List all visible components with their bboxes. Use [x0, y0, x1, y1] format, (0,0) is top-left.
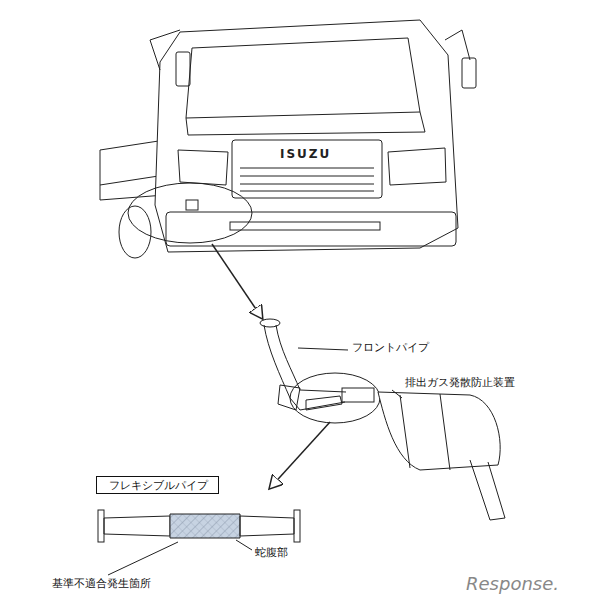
truck: [100, 20, 476, 318]
exhaust-system: [260, 319, 505, 520]
part-label: 蛇腹部: [255, 546, 288, 559]
watermark: Response.: [466, 573, 559, 595]
flexible-pipe: [98, 510, 300, 575]
part-label: フロントパイプ: [352, 341, 429, 354]
part-label: 排出ガス発散防止装置: [405, 376, 515, 389]
note-label: 基準不適合発生箇所: [52, 577, 151, 590]
title-box: フレキシブルパイプ: [96, 476, 219, 494]
brand-text: ISUZU: [280, 147, 331, 161]
box-text: フレキシブルパイプ: [109, 479, 206, 492]
